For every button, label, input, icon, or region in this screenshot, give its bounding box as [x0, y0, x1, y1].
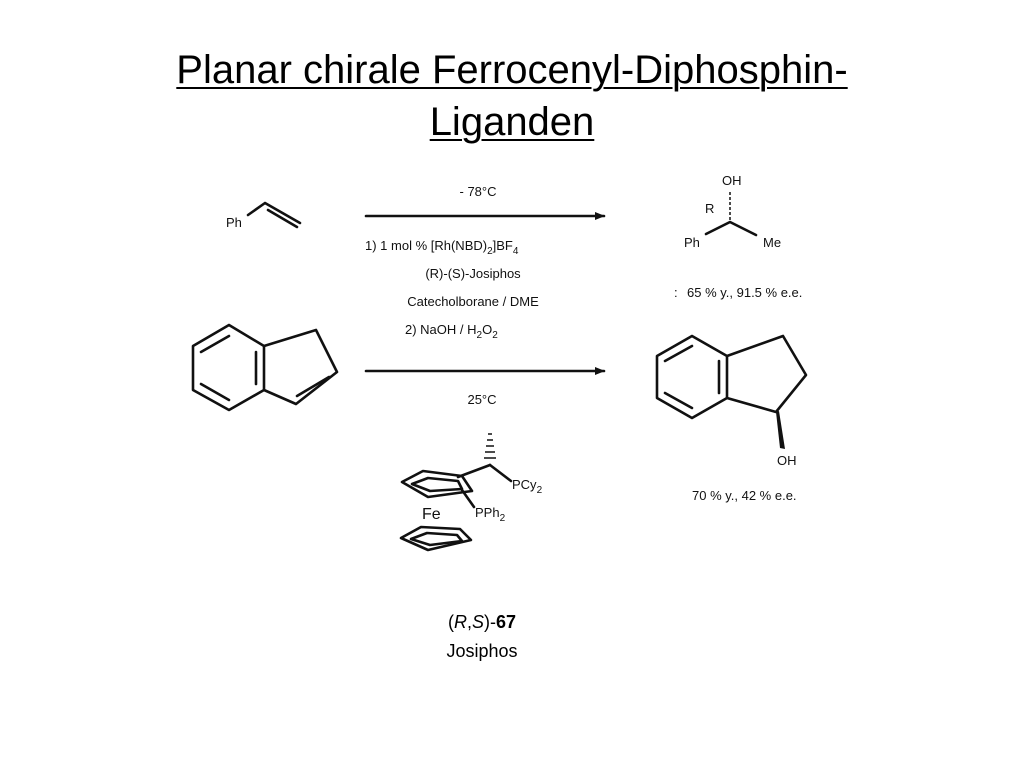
indanol-inner-bond-3	[663, 391, 694, 410]
product1-bonds	[704, 220, 758, 237]
ligand-label-open: (	[447, 612, 454, 632]
styrene-ph-label: Ph	[226, 215, 242, 230]
indene-inner-bond-3	[199, 382, 231, 402]
indanol-benzene-ring	[655, 334, 729, 420]
ligand-label-number: 67	[496, 612, 517, 632]
product1-me-label: Me	[763, 235, 781, 250]
ligand-hashed-methyl	[484, 433, 496, 459]
styrene-double-bond	[266, 208, 299, 229]
step2-text: 2) NaOH / H2O2	[405, 322, 498, 341]
indanol-structure: OH 70 % y., 42 % e.e.	[655, 334, 808, 503]
title-line-2: Liganden	[429, 100, 595, 144]
result1-text: 65 % y., 91.5 % e.e.	[687, 285, 802, 300]
ligand-ch-bond	[456, 463, 492, 479]
styrene-bonds	[246, 201, 302, 225]
slide-title: Planar chirale Ferrocenyl-Diphosphin- Li…	[0, 44, 1024, 148]
ligand-label-r: R	[453, 612, 467, 632]
title-line-1: Planar chirale Ferrocenyl-Diphosphin-	[176, 48, 848, 92]
ligand-pcy2-label: PCy2	[512, 477, 543, 496]
result2-text: 70 % y., 42 % e.e.	[692, 488, 797, 503]
reagent-line: Catecholborane / DME	[407, 294, 539, 309]
ligand-label-comma: ,	[466, 612, 472, 632]
ligand-pph2-label: PPh2	[475, 505, 506, 524]
ligand-name: Josiphos	[446, 641, 518, 661]
ligand-pph2-bond	[460, 488, 476, 509]
product1-r-label: R	[705, 201, 714, 216]
ligand-cp-ring-upper	[400, 469, 474, 499]
ligand-line: (R)-(S)-Josiphos	[425, 266, 521, 281]
indanol-five-ring	[725, 334, 808, 414]
phenylethanol-structure: OH R Ph Me : 65 % y., 91.5 % e.e.	[674, 173, 802, 300]
product1-oh-label: OH	[722, 173, 742, 188]
product1-ph-label: Ph	[684, 235, 700, 250]
indene-double-bond	[295, 375, 331, 398]
result1-marker: :	[674, 285, 678, 300]
ligand-pcy2-bond	[488, 463, 513, 483]
indene-five-ring	[262, 328, 339, 406]
product2-oh-label: OH	[777, 453, 797, 468]
ligand-cp-ring-lower	[399, 525, 473, 552]
indanol-wedge-bond	[776, 411, 785, 449]
step1-text: 1) 1 mol % [Rh(NBD)2]BF4	[365, 238, 519, 257]
conditions-bottom: 25°C	[467, 392, 496, 407]
josiphos-structure: PCy2 PPh2 Fe	[399, 433, 543, 552]
indanol-inner-bond-1	[663, 344, 694, 363]
ligand-cp-ring-lower-inner	[409, 531, 464, 547]
ligand-fe-label: Fe	[422, 506, 441, 523]
ligand-cp-ring-upper-inner	[410, 476, 464, 493]
ligand-label: (R,S)-67	[372, 610, 592, 634]
styrene-structure: Ph	[226, 201, 302, 230]
ligand-label-close: )-	[484, 612, 496, 632]
ligand-label-s: S	[471, 612, 484, 632]
conditions-top: - 78°C	[460, 184, 497, 199]
indene-structure	[191, 323, 339, 412]
indene-inner-bond-1	[199, 334, 231, 354]
